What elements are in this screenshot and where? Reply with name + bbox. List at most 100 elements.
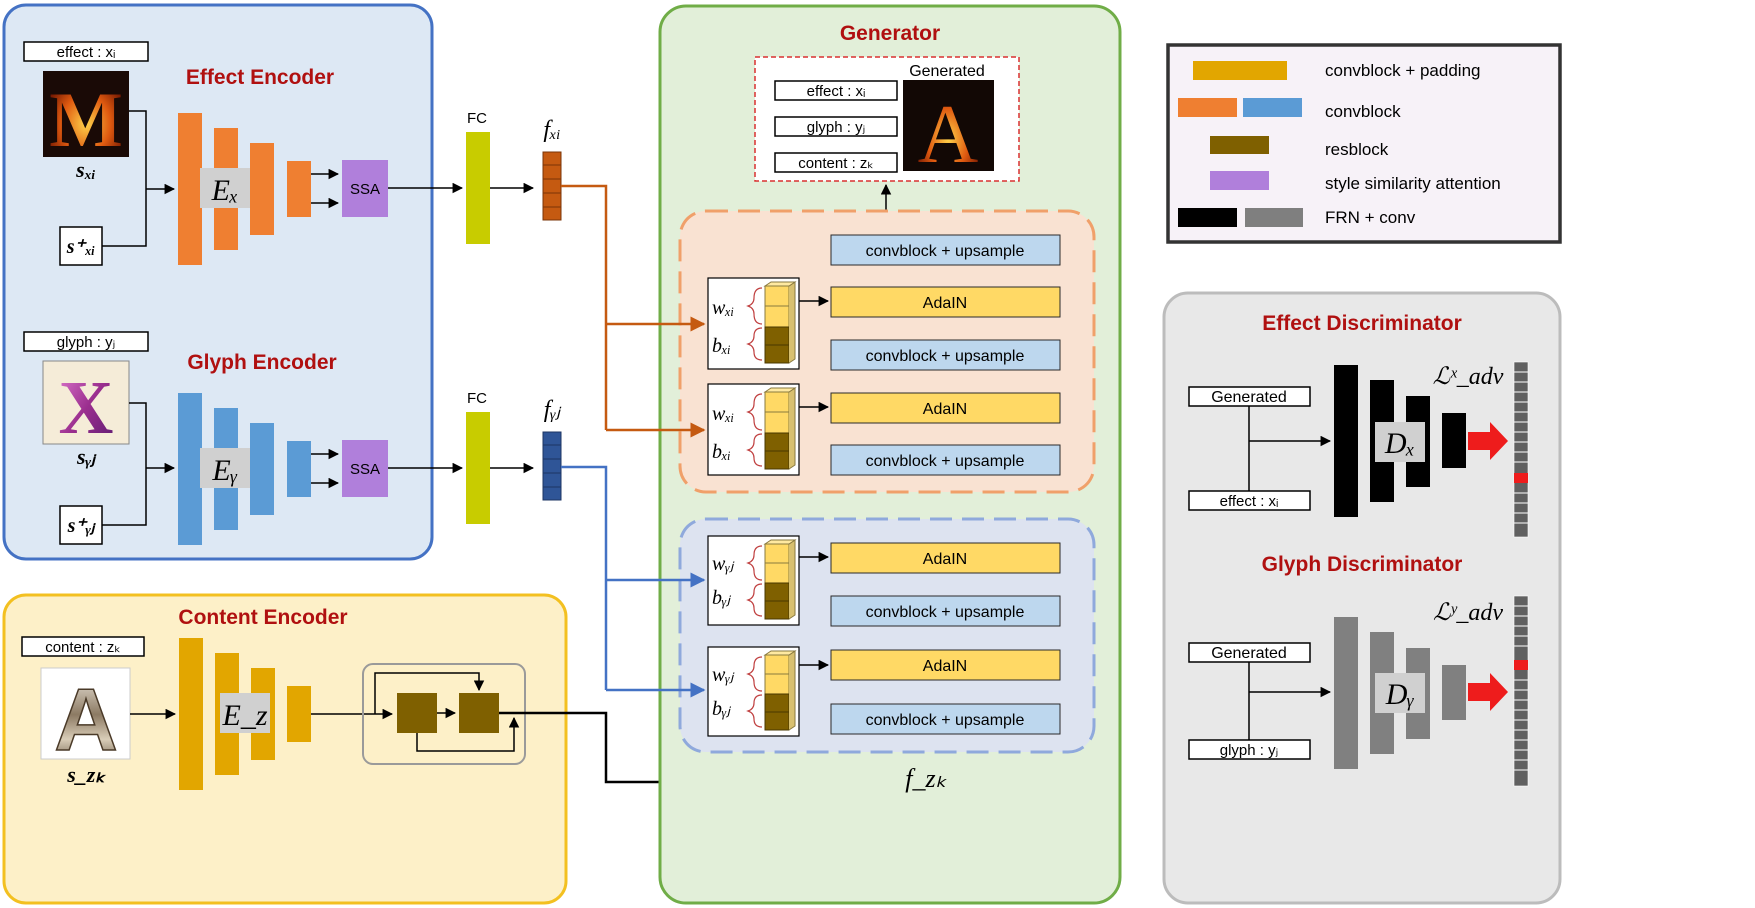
effect-conv-4 xyxy=(287,161,311,217)
conv-up-3 xyxy=(830,444,1061,476)
glyph-input-connector xyxy=(102,402,174,526)
effect-disc-layer-1 xyxy=(1334,365,1358,517)
legend-swatch-convblock-blue xyxy=(1243,98,1302,117)
effect-disc-cond-label: effect : xᵢ xyxy=(1220,493,1279,510)
out-glyph-box xyxy=(774,116,898,137)
effect-param-w-2: wₓᵢ xyxy=(712,403,734,425)
effect-ssa-block xyxy=(342,160,388,217)
content-feature-symbol: f_zₖ xyxy=(905,764,947,793)
adain-3-label: AdaIN xyxy=(923,551,967,568)
glyph-param-w-2: wᵧⱼ xyxy=(712,664,735,686)
out-effect-label: effect : xᵢ xyxy=(807,83,866,100)
effect-fc-label: FC xyxy=(467,110,487,127)
legend-label-ssa: style similarity attention xyxy=(1325,174,1501,193)
adain-2 xyxy=(830,392,1061,424)
generated-title: Generated xyxy=(909,63,985,80)
adain-1-label: AdaIN xyxy=(923,295,967,312)
effect-input-label: effect : xᵢ xyxy=(57,44,116,61)
glyph-disc-cond-label: glyph : yⱼ xyxy=(1220,742,1278,759)
adain-4-label: AdaIN xyxy=(923,658,967,675)
content-encoder-panel xyxy=(2,593,568,905)
content-encoder-symbol-bg xyxy=(220,693,270,733)
generator-title: Generator xyxy=(840,22,940,45)
effect-encoder-symbol: Eₓ xyxy=(211,174,239,207)
glyph-positive-symbol: s⁺ᵧⱼ xyxy=(67,515,96,537)
conv-up-1-label: convblock + upsample xyxy=(866,243,1025,260)
glyph-input-label: glyph : yⱼ xyxy=(57,334,115,351)
glyph-param-w-1: wᵧⱼ xyxy=(712,553,735,575)
glyph-discriminator-title: Glyph Discriminator xyxy=(1262,553,1463,576)
glyph-feature-symbol: fᵧⱼ xyxy=(544,397,562,423)
adain-4 xyxy=(830,649,1061,681)
effect-encoder-symbol-bg xyxy=(200,168,250,208)
glyph-sample-symbol: sᵧⱼ xyxy=(76,444,97,469)
legend-swatch-frn-gray xyxy=(1245,208,1303,227)
conv-up-3-label: convblock + upsample xyxy=(866,453,1025,470)
effect-disc-output-arrow xyxy=(1468,422,1508,460)
effect-feature-route xyxy=(561,184,608,430)
effect-sample-letter: M xyxy=(49,76,123,163)
effect-conv-3 xyxy=(250,143,274,235)
glyph-disc-layer-1 xyxy=(1334,617,1358,769)
content-conv-4 xyxy=(287,686,311,742)
content-encoder-title: Content Encoder xyxy=(178,606,347,629)
out-effect-box xyxy=(774,80,898,101)
adain-2-label: AdaIN xyxy=(923,401,967,418)
conv-up-2-label: convblock + upsample xyxy=(866,348,1025,365)
conv-up-1 xyxy=(830,234,1061,266)
glyph-param-b-2: bᵧⱼ xyxy=(712,698,732,720)
glyph-disc-layer-4 xyxy=(1442,665,1466,720)
effect-param-w-1: wₓᵢ xyxy=(712,297,734,319)
glyph-sample-letter: X xyxy=(59,366,114,450)
glyph-adv-loss: ℒʸ_adv xyxy=(1433,600,1503,626)
glyph-conv-3 xyxy=(250,423,274,515)
effect-param-stack-2 xyxy=(746,387,797,470)
generated-letter: A xyxy=(918,88,979,181)
generated-image xyxy=(903,80,994,171)
resblock-skip-1 xyxy=(374,672,485,714)
effect-encoder-title: Effect Encoder xyxy=(186,66,334,89)
effect-disc-generated-label: Generated xyxy=(1211,389,1287,406)
effect-sample-image xyxy=(43,71,129,157)
effect-input-connector xyxy=(102,110,174,247)
adain-3 xyxy=(830,542,1061,574)
glyph-feature-route xyxy=(561,465,608,690)
glyph-disc-symbol-bg xyxy=(1375,673,1425,713)
effect-feature-symbol: fₓᵢ xyxy=(543,117,560,143)
content-sample-letter: A xyxy=(54,670,118,769)
effect-param-b-1: bₓᵢ xyxy=(712,335,731,357)
glyph-feature-vector xyxy=(542,431,562,501)
glyph-disc-output-map xyxy=(1513,595,1529,787)
glyph-conv-1 xyxy=(178,393,202,545)
effect-feature-vector xyxy=(542,151,562,221)
glyph-fc-block xyxy=(466,412,490,524)
effect-param-b-2: bₓᵢ xyxy=(712,441,731,463)
effect-adv-loss: ℒˣ_adv xyxy=(1433,364,1504,390)
legend-label-padding: convblock + padding xyxy=(1325,61,1480,80)
effect-disc-symbol: Dₓ xyxy=(1384,427,1415,460)
legend-swatch-resblock xyxy=(1210,136,1269,154)
effect-input-box xyxy=(23,41,149,62)
glyph-ssa-label: SSA xyxy=(350,461,380,478)
conv-up-2 xyxy=(830,339,1061,371)
legend-label-resblock: resblock xyxy=(1325,140,1389,159)
content-conv-1 xyxy=(179,638,203,790)
glyph-param-stack-2 xyxy=(746,650,797,731)
glyph-conv-4 xyxy=(287,441,311,497)
effect-ssa-label: SSA xyxy=(350,181,380,198)
glyph-param-stack-1 xyxy=(746,539,797,620)
content-input-box xyxy=(21,636,145,657)
legend-label-convblock: convblock xyxy=(1325,102,1401,121)
glyph-encoder-symbol-bg xyxy=(200,448,250,488)
legend-swatch-padding xyxy=(1193,61,1287,80)
legend-label-frn: FRN + conv xyxy=(1325,208,1416,227)
content-encoder-symbol: E_z xyxy=(222,699,268,732)
effect-disc-output-map xyxy=(1513,361,1529,538)
conv-up-5-label: convblock + upsample xyxy=(866,712,1025,729)
glyph-encoder-title: Glyph Encoder xyxy=(187,351,336,374)
legend-swatch-ssa xyxy=(1210,171,1269,190)
glyph-fc-label: FC xyxy=(467,390,487,407)
glyph-positive-box xyxy=(59,505,103,545)
content-sample-symbol: s_zₖ xyxy=(66,762,106,787)
